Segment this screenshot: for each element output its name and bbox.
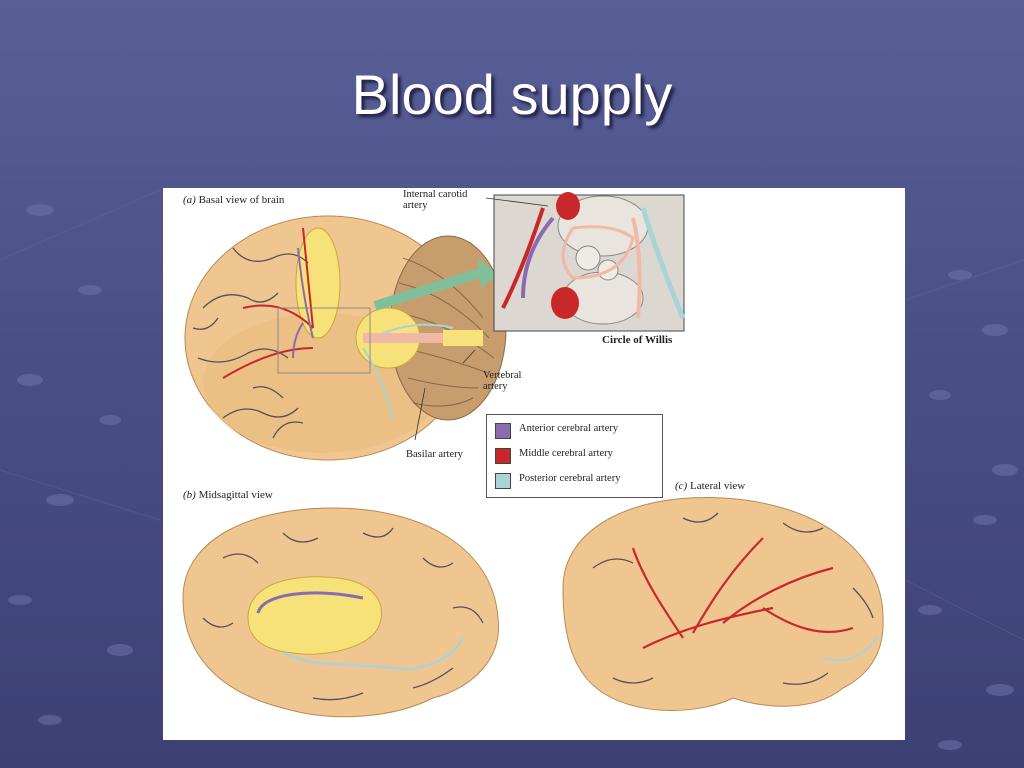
panel-b-text: Midsagittal view (198, 489, 273, 501)
brain-illustration (182, 192, 884, 718)
panel-c-text: Lateral view (689, 480, 746, 492)
legend-label-anterior: Anterior cerebral artery (519, 423, 619, 434)
panel-b-letter: (b) (183, 489, 196, 501)
vertebral-line-1: Vertebral (483, 370, 522, 381)
legend-label-posterior: Posterior cerebral artery (519, 473, 621, 484)
artery-legend: Anterior cerebral artery Middle cerebral… (486, 414, 663, 498)
circle-of-willis-label: Circle of Willis (602, 334, 673, 346)
legend-swatch-middle (495, 448, 511, 464)
circle-of-willis-inset (485, 192, 686, 332)
panel-b-label: (b) Midsagittal view (183, 489, 273, 501)
legend-swatch-anterior (495, 423, 511, 439)
legend-swatch-posterior (495, 473, 511, 489)
panel-a-letter: (a) (183, 194, 196, 206)
slide-title: Blood supply (351, 63, 673, 126)
panel-a-text: Basal view of brain (198, 194, 285, 206)
vertebral-line-2: artery (483, 381, 508, 392)
panel-c-label: (c) Lateral view (675, 480, 745, 492)
midsagittal-view-brain (182, 507, 500, 718)
basilar-artery-callout: Basilar artery (406, 449, 463, 460)
basal-view-brain (184, 215, 507, 461)
panel-a-label: (a) Basal view of brain (183, 194, 284, 206)
panel-c-letter: (c) (675, 480, 688, 492)
internal-carotid-callout: Internal carotid artery (403, 189, 467, 211)
internal-carotid-line-1: Internal carotid (403, 189, 468, 200)
legend-label-middle: Middle cerebral artery (519, 448, 613, 459)
lateral-view-brain (562, 497, 884, 711)
vertebral-artery-callout: Vertebral artery (483, 370, 521, 392)
brain-figure: (a) Basal view of brain (b) Midsagittal … (163, 188, 905, 740)
internal-carotid-line-2: artery (403, 200, 428, 211)
